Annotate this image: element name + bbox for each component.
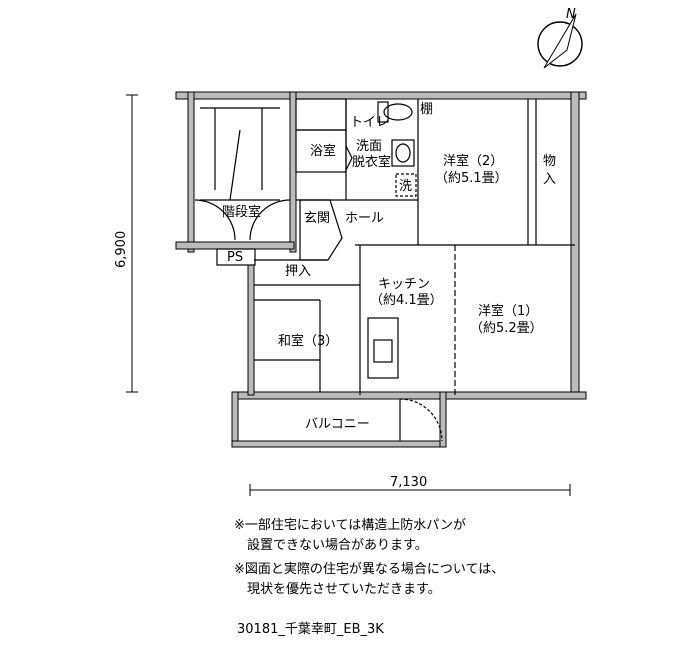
storage-label-line2: 入 — [543, 172, 556, 187]
note-line: 現状を優先させていただきます。 — [234, 582, 441, 597]
height-dimension: 6,900 — [114, 94, 138, 393]
western1-name: 洋室（1） — [478, 303, 538, 319]
compass-icon: N — [537, 7, 583, 69]
note-line: ※一部住宅においては構造上防水パンが — [234, 518, 466, 533]
stair-label: 階段室 — [222, 204, 261, 220]
washroom-label-line2: 脱衣室 — [352, 154, 391, 170]
toilet-label: トイレ — [350, 115, 389, 130]
entrance-label: 玄関 — [304, 211, 330, 226]
note-line: 設置できない場合があります。 — [234, 538, 428, 553]
storage-label-line1: 物 — [543, 154, 556, 169]
interior-walls — [194, 98, 575, 442]
closet-label: 押入 — [285, 264, 311, 279]
plan-code: 30181_千葉幸町_EB_3K — [237, 622, 384, 637]
washroom-label-line1: 洗面 — [356, 139, 382, 154]
width-dimension: 7,130 — [249, 475, 571, 496]
western2-size: （約5.1畳） — [435, 171, 508, 186]
shelf-label: 棚 — [420, 102, 433, 117]
balcony-label: バルコニー — [305, 417, 370, 432]
ps-label: PS — [227, 250, 243, 265]
western1-size: （約5.2畳） — [470, 321, 543, 336]
height-dimension-label: 6,900 — [114, 231, 129, 268]
width-dimension-label: 7,130 — [390, 475, 427, 490]
hall-label: ホール — [345, 211, 384, 226]
japanese3-label: 和室（3） — [278, 333, 338, 349]
washer-label: 洗 — [399, 179, 412, 194]
note-line: ※図面と実際の住宅が異なる場合については、 — [234, 562, 505, 577]
bath-label: 浴室 — [310, 143, 336, 159]
kitchen-name: キッチン — [378, 277, 430, 292]
north-label: N — [566, 7, 576, 22]
western2-name: 洋室（2） — [443, 153, 503, 169]
kitchen-size: （約4.1畳） — [370, 293, 443, 308]
